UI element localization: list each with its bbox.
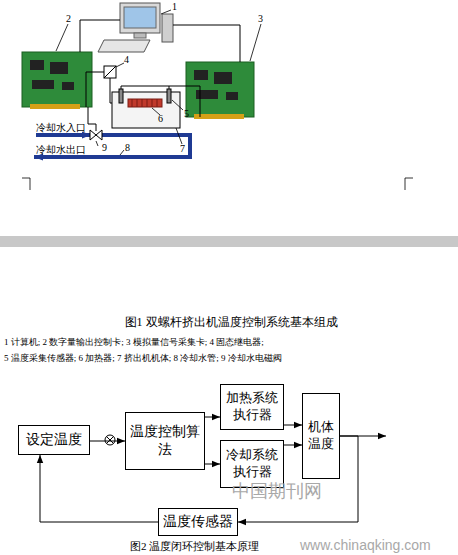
outlet-pipe (34, 135, 190, 157)
setpoint-box: 设定温度 (18, 425, 90, 455)
heater-stripes (132, 99, 157, 107)
pc-tower (162, 14, 173, 42)
chip (226, 92, 238, 100)
solenoid-valve (90, 130, 102, 140)
node-text: 冷却系统执行器 (224, 447, 280, 481)
figure-caption: 图2 温度闭环控制基本原理 (130, 540, 259, 552)
connector (90, 441, 125, 442)
card-board (186, 62, 254, 117)
node-text: 机体温度 (306, 419, 336, 453)
card-board (22, 52, 92, 107)
outlet-label: 冷却水出口 (36, 144, 86, 155)
leader-line (120, 150, 124, 155)
heater-stripe (147, 99, 148, 107)
chip (214, 72, 232, 84)
leader-line (172, 100, 183, 110)
wire (80, 20, 120, 52)
leader-lines (56, 10, 261, 155)
heater (128, 99, 162, 107)
extruder (112, 89, 180, 128)
chip (30, 60, 44, 70)
heater-stripe (132, 99, 133, 107)
callout-number: 3 (258, 13, 263, 24)
corner-marks (22, 178, 413, 190)
gold-connector (194, 114, 244, 119)
connector (284, 445, 302, 446)
leader-line (96, 141, 98, 146)
relay-box (104, 66, 116, 78)
keyboard (98, 40, 150, 52)
callout-number: 4 (124, 54, 129, 65)
node-text: 加热系统执行器 (224, 390, 280, 424)
leader-line (56, 24, 68, 51)
cooling-pipe (34, 130, 190, 157)
chip (62, 82, 74, 90)
corner-mark (405, 178, 413, 190)
connector (205, 464, 220, 465)
signal-wires (80, 20, 240, 131)
inlet-label: 冷却水入口 (36, 122, 86, 133)
callout-number: 5 (184, 108, 189, 119)
callout-number: 1 (172, 1, 177, 12)
callout-number: 7 (180, 143, 185, 154)
computer (98, 3, 173, 52)
chip (32, 80, 54, 89)
wire (173, 25, 240, 62)
leader-line (250, 24, 261, 61)
relay-mark (104, 66, 116, 78)
legend-line: 1 计算机; 2 数字量输出控制卡; 3 模拟量信号采集卡; 4 固态继电器; (4, 338, 264, 348)
heater-stripe (142, 99, 143, 107)
connector (284, 425, 302, 426)
monitor (120, 3, 160, 33)
monitor-stand (134, 33, 146, 38)
connector (205, 417, 220, 418)
junction-circle (105, 435, 115, 445)
sensor-box: 温度传感器 (158, 508, 238, 536)
screen (124, 7, 156, 28)
page-gap (0, 236, 458, 247)
junction-cross (107, 437, 114, 444)
inlet-pipe (36, 133, 91, 137)
watermark: 中国期刊网 (232, 482, 322, 502)
wire (88, 107, 96, 131)
chip (50, 62, 68, 74)
corner-mark (22, 178, 30, 190)
heater-stripe (157, 99, 158, 107)
leader-line (176, 128, 182, 144)
node-text: 温度控制算法 (129, 423, 201, 459)
control-algorithm-box: 温度控制算法 (125, 412, 205, 470)
summing-junction (105, 435, 115, 445)
temperature-sensor (119, 89, 123, 103)
solid-state-relay (104, 66, 116, 78)
wire (86, 72, 104, 107)
callout-number: 9 (102, 142, 107, 153)
callout-number: 2 (66, 13, 71, 24)
chip (196, 90, 218, 99)
callout-number: 8 (125, 142, 130, 153)
heater-stripe (137, 99, 138, 107)
chip (194, 70, 208, 80)
digital-output-card (22, 52, 92, 109)
leader-line (116, 63, 124, 67)
heater-actuator-box: 加热系统执行器 (220, 384, 284, 430)
node-text: 设定温度 (26, 431, 82, 449)
legend-line: 5 温度采集传感器; 6 加热器; 7 挤出机机体; 8 冷却水管; 9 冷却水… (4, 354, 282, 364)
body-temperature-box: 机体温度 (302, 393, 340, 479)
temperature-sensor (167, 89, 171, 103)
node-text: 温度传感器 (163, 513, 233, 531)
leader-line (161, 10, 171, 14)
watermark: www.chinaqking.com (300, 538, 431, 553)
heater-stripe (152, 99, 153, 107)
gold-connector (30, 104, 80, 109)
cooler-actuator-box: 冷却系统执行器 (220, 440, 284, 488)
figure-caption: 图1 双螺杆挤出机温度控制系统基本组成 (2, 316, 458, 329)
callout-number: 6 (158, 113, 163, 124)
analog-input-card (186, 62, 254, 119)
